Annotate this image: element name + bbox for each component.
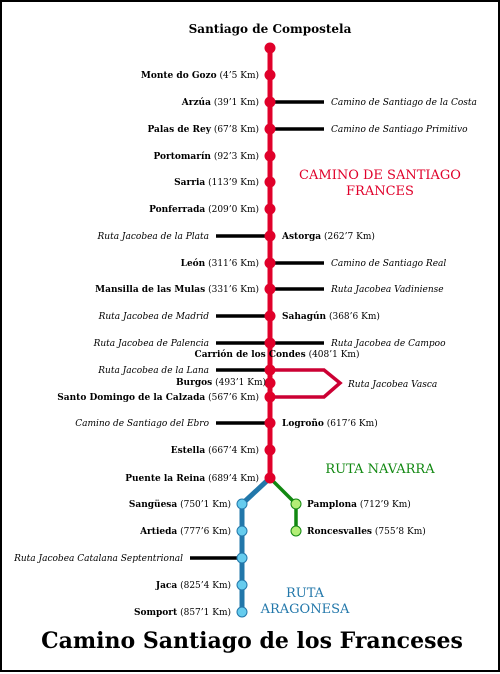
stop-portomarin[interactable] — [264, 150, 276, 162]
connector-lines — [190, 100, 324, 560]
label-somport: Somport (857’1 Km) — [134, 607, 231, 618]
label-sarria: Sarria (113’9 Km) — [174, 177, 259, 188]
frances-route-label-2: FRANCES — [346, 184, 414, 199]
frances-stops — [264, 42, 276, 484]
top-title: Santiago de Compostela — [189, 22, 352, 36]
stop-artieda[interactable] — [236, 525, 248, 537]
stop-sarria[interactable] — [264, 176, 276, 188]
stop-pamplona[interactable] — [290, 498, 302, 510]
label-ponferrada: Ponferrada (209’0 Km) — [149, 204, 259, 215]
label-mansilla: Mansilla de las Mulas (331’6 Km) — [95, 284, 259, 295]
label-monte-do-gozo: Monte do Gozo (4’5 Km) — [141, 70, 259, 81]
stop-santiago[interactable] — [264, 42, 276, 54]
label-sahagun: Sahagún (368’6 Km) — [282, 311, 380, 322]
aragonesa-stops — [236, 498, 248, 618]
vasca-loop — [270, 368, 343, 399]
label-sanguesa: Sangüesa (750’1 Km) — [129, 499, 231, 510]
navarra-stops — [290, 498, 302, 537]
label-arzua: Arzúa (39’1 Km) — [181, 97, 259, 108]
label-burgos: Burgos (493’1 Km) — [176, 377, 266, 388]
stop-roncesvalles[interactable] — [290, 525, 302, 537]
aragonesa-line — [239, 476, 272, 612]
route-real: Camino de Santiago Real — [331, 259, 446, 269]
stop-jaca[interactable] — [236, 579, 248, 591]
label-santo-domingo: Santo Domingo de la Calzada (567’6 Km) — [57, 392, 259, 403]
stop-palas-de-rey[interactable] — [264, 123, 276, 135]
stop-leon[interactable] — [264, 257, 276, 269]
route-costa: Camino de Santiago de la Costa — [331, 98, 477, 108]
label-portomarin: Portomarín (92’3 Km) — [153, 151, 259, 162]
route-lana: Ruta Jacobea de la Lana — [97, 366, 209, 376]
route-catalana: Ruta Jacobea Catalana Septentrional — [13, 554, 183, 564]
label-astorga: Astorga (262’7 Km) — [281, 231, 375, 242]
route-ebro: Camino de Santiago del Ebro — [75, 419, 209, 429]
stop-estella[interactable] — [264, 444, 276, 456]
route-primitivo: Camino de Santiago Primitivo — [331, 125, 468, 135]
stop-somport[interactable] — [236, 606, 248, 618]
label-pamplona: Pamplona (712’9 Km) — [307, 499, 411, 510]
stop-sanguesa[interactable] — [236, 498, 248, 510]
label-carrion: Carrión de los Condes (408’1 Km) — [195, 349, 360, 360]
route-vasca: Ruta Jacobea Vasca — [347, 380, 437, 390]
navarra-route-label: RUTA NAVARRA — [325, 462, 435, 477]
route-vadiniense: Ruta Jacobea Vadiniense — [330, 285, 444, 295]
label-roncesvalles: Roncesvalles (755’8 Km) — [307, 526, 426, 537]
stop-logrono[interactable] — [264, 417, 276, 429]
route-campoo: Ruta Jacobea de Campoo — [330, 339, 446, 349]
stop-arzua[interactable] — [264, 96, 276, 108]
bottom-title: Camino Santiago de los Franceses — [41, 628, 463, 654]
stop-santo-domingo[interactable] — [264, 391, 276, 403]
stop-carrion[interactable] — [264, 337, 276, 349]
stop-catalana-junction[interactable] — [236, 552, 248, 564]
label-puente-la-reina: Puente la Reina (689’4 Km) — [125, 473, 259, 484]
stop-mansilla[interactable] — [264, 283, 276, 295]
route-plata: Ruta Jacobea de la Plata — [97, 232, 210, 242]
stop-burgos[interactable] — [264, 377, 276, 389]
frances-route-label-1: CAMINO DE SANTIAGO — [299, 168, 461, 183]
stop-ponferrada[interactable] — [264, 203, 276, 215]
route-madrid: Ruta Jacobea de Madrid — [98, 312, 210, 322]
label-artieda: Artieda (777’6 Km) — [139, 526, 231, 537]
stop-monte-do-gozo[interactable] — [264, 69, 276, 81]
aragonesa-route-label-2: ARAGONESA — [260, 602, 350, 617]
label-leon: León (311’6 Km) — [181, 258, 259, 269]
aragonesa-route-label-1: RUTA — [286, 586, 325, 601]
label-estella: Estella (667’4 Km) — [171, 445, 259, 456]
stop-puente-la-reina[interactable] — [264, 472, 276, 484]
label-jaca: Jaca (825’4 Km) — [155, 580, 231, 591]
stop-sahagun[interactable] — [264, 310, 276, 322]
route-palencia: Ruta Jacobea de Palencia — [93, 339, 209, 349]
label-logrono: Logroño (617’6 Km) — [282, 418, 378, 429]
stop-astorga[interactable] — [264, 230, 276, 242]
label-palas-de-rey: Palas de Rey (67’8 Km) — [148, 124, 259, 135]
stop-lana-junction[interactable] — [264, 364, 276, 376]
